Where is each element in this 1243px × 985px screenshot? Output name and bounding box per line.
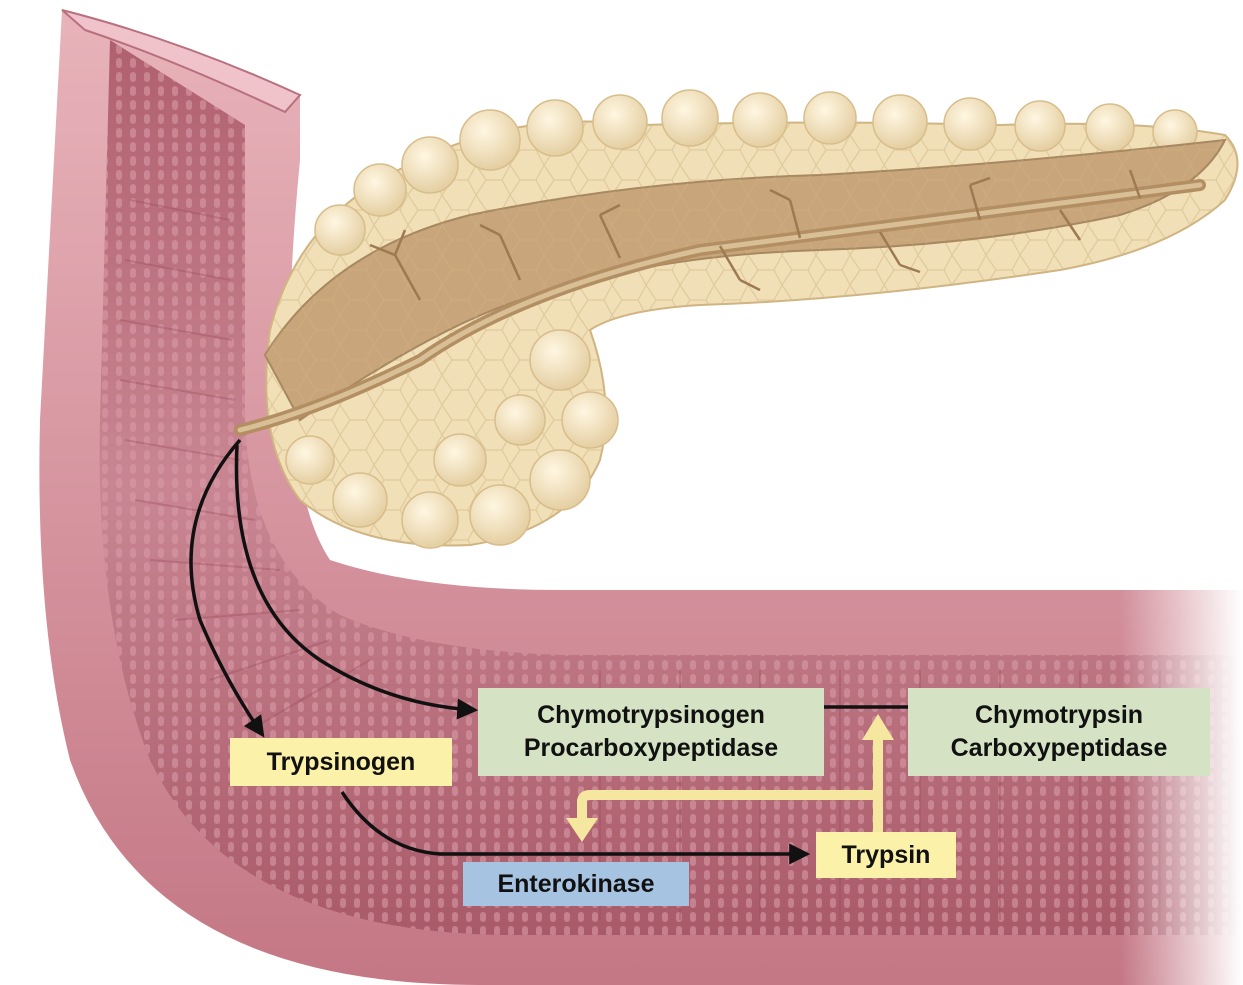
procarboxypeptidase-text: Procarboxypeptidase	[524, 732, 778, 765]
pancreas	[240, 90, 1238, 548]
trypsin-text: Trypsin	[842, 839, 931, 872]
trypsin-label: Trypsin	[816, 832, 956, 878]
chymotrypsinogen-text: Chymotrypsinogen	[537, 699, 765, 732]
carboxypeptidase-text: Carboxypeptidase	[951, 732, 1168, 765]
enterokinase-label: Enterokinase	[463, 862, 689, 906]
zymogens-label: Chymotrypsinogen Procarboxypeptidase	[478, 688, 824, 776]
trypsinogen-text: Trypsinogen	[267, 746, 416, 779]
chymotrypsin-text: Chymotrypsin	[975, 699, 1143, 732]
active-enzymes-label: Chymotrypsin Carboxypeptidase	[908, 688, 1210, 776]
enterokinase-text: Enterokinase	[497, 868, 654, 901]
trypsinogen-label: Trypsinogen	[230, 738, 452, 786]
